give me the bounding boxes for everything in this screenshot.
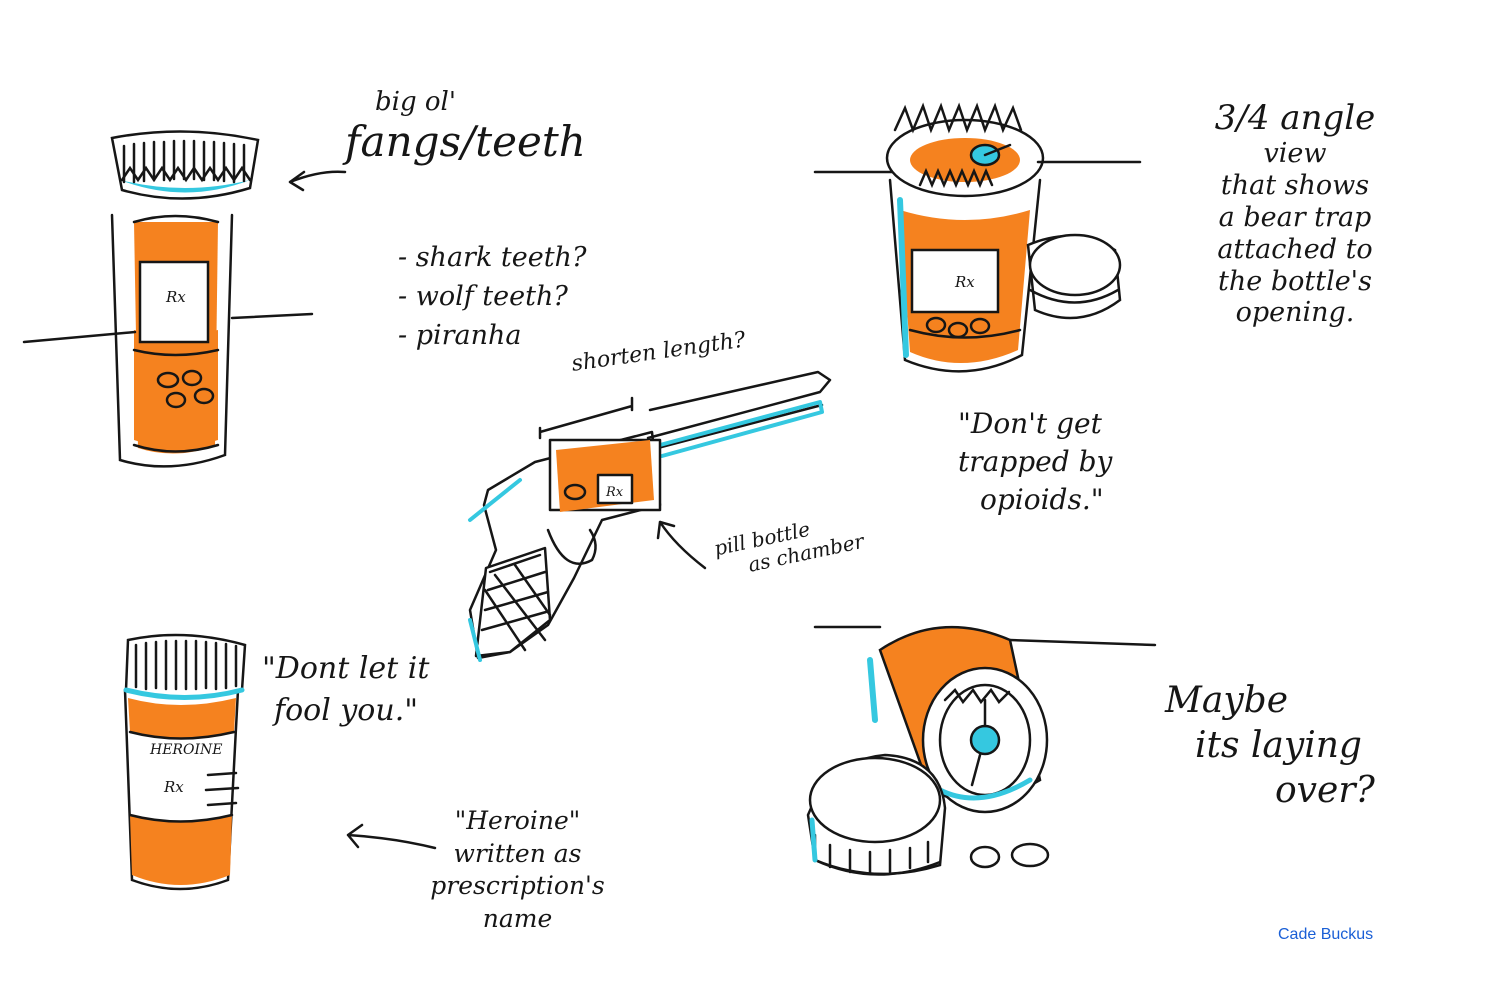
bear-trap-line-5: attached to	[1217, 233, 1373, 265]
artist-credit: Cade Buckus	[1278, 926, 1374, 943]
trapped-quote-line-2: trapped by	[958, 444, 1113, 478]
bottle-rx-label-3: Rx	[163, 778, 184, 796]
trapped-quote-line-3: opioids."	[980, 482, 1104, 516]
laying-over-note: Maybe its laying over?	[1165, 678, 1375, 813]
fool-quote-note: "Dont let it fool you."	[262, 648, 429, 732]
bear-trap-line-7: opening.	[1235, 297, 1355, 329]
teeth-heading-line-1: big ol'	[375, 87, 456, 117]
heroine-note: "Heroine" written as prescription's name	[430, 805, 605, 935]
laying-over-line-2: its laying	[1195, 725, 1362, 766]
trapped-quote-line-1: "Don't get	[958, 407, 1102, 440]
heroine-note-line-4: name	[482, 903, 553, 933]
bear-trap-pill-bottle-sketch	[813, 102, 1142, 373]
bear-trap-line-2: view	[1263, 138, 1327, 170]
heroine-bottle-label: HEROINE	[149, 742, 222, 758]
bear-trap-line-6: the bottle's	[1218, 265, 1372, 297]
bear-trap-line-1: 3/4 angle	[1214, 98, 1376, 138]
laying-over-line-3: over?	[1275, 770, 1375, 811]
teeth-option-piranha: - piranha	[398, 320, 522, 352]
fool-quote-line-1: "Dont let it	[262, 651, 430, 686]
bottle-rx-label-1: Rx	[165, 288, 186, 306]
laying-over-line-1: Maybe	[1165, 680, 1289, 721]
heroine-pill-bottle-sketch	[123, 633, 437, 891]
fool-quote-line-2: fool you."	[274, 693, 419, 728]
bear-trap-note: 3/4 angle view that shows a bear trap at…	[1185, 98, 1405, 329]
teeth-options-note: - shark teeth? - wolf teeth? - piranha	[398, 238, 586, 355]
teeth-option-wolf: - wolf teeth?	[398, 281, 568, 313]
tipped-pill-bottle-sketch	[806, 625, 1157, 876]
bear-trap-line-3: that shows	[1220, 169, 1370, 201]
teeth-heading-line-2: fangs/teeth	[345, 116, 586, 166]
heroine-note-line-2: written as	[453, 838, 582, 868]
teeth-heading-note: big ol' fangs/teeth	[345, 87, 586, 166]
trapped-quote-note: "Don't get trapped by opioids."	[958, 405, 1112, 518]
bottle-rx-label-2: Rx	[954, 273, 975, 291]
fanged-pill-bottle-sketch	[22, 130, 347, 468]
gun-rx-label: Rx	[605, 485, 624, 500]
bear-trap-line-4: a bear trap	[1218, 201, 1372, 233]
revolver-sketch	[468, 370, 832, 662]
teeth-option-shark: - shark teeth?	[398, 242, 587, 273]
heroine-note-line-3: prescription's	[430, 871, 605, 900]
heroine-note-line-1: "Heroine"	[454, 806, 581, 835]
